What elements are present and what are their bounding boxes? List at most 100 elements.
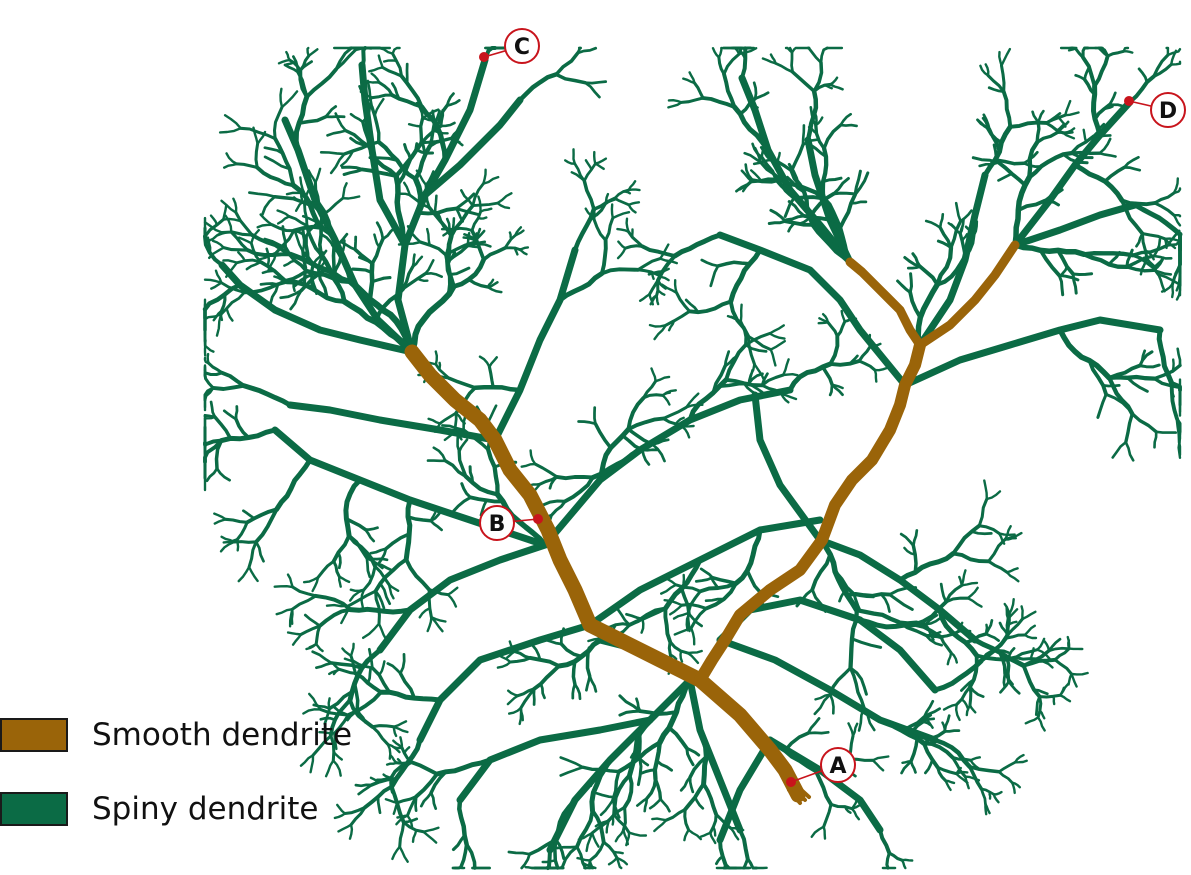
spiny-branch <box>308 642 318 649</box>
spiny-branch <box>614 829 625 843</box>
spiny-branch <box>1013 759 1028 764</box>
spiny-branch <box>429 791 438 810</box>
spiny-branch <box>640 448 659 452</box>
spiny-branch <box>951 551 991 564</box>
legend-label-smooth: Smooth dendrite <box>92 717 353 753</box>
spiny-branch <box>685 746 695 767</box>
spiny-branch <box>868 333 872 348</box>
spiny-branch <box>370 276 392 284</box>
spiny-branch <box>744 331 772 347</box>
spiny-branch <box>627 180 637 192</box>
spiny-branch <box>728 247 763 305</box>
spiny-branch <box>627 201 641 206</box>
spiny-branch <box>389 753 398 764</box>
spiny-branch <box>426 616 433 633</box>
spiny-branch <box>932 737 973 770</box>
spiny-branch <box>206 236 212 255</box>
spiny-branch <box>753 91 770 100</box>
spiny-branch <box>656 273 670 282</box>
spiny-branch <box>747 382 764 394</box>
spiny-branch <box>873 368 878 383</box>
spiny-branch <box>513 649 532 660</box>
spiny-branch <box>1038 693 1062 699</box>
spiny-branch <box>450 137 461 144</box>
spiny-branch <box>1092 134 1112 138</box>
spiny-branch <box>351 267 374 275</box>
spiny-branch <box>275 608 294 616</box>
spiny-branch <box>911 599 949 627</box>
spiny-branch <box>1131 243 1170 257</box>
spiny-branch <box>627 188 641 192</box>
spiny-branch <box>1103 165 1127 184</box>
spiny-branch <box>391 845 401 861</box>
spiny-branch <box>968 765 1001 774</box>
spiny-branch <box>453 429 463 441</box>
spiny-branch <box>1047 646 1070 653</box>
spiny-branch <box>219 540 236 553</box>
spiny-branch <box>987 86 1006 94</box>
spiny-branch <box>414 772 439 799</box>
spiny-branch <box>571 659 577 686</box>
spiny-branch <box>1053 658 1074 676</box>
spiny-branch <box>972 220 979 237</box>
spiny-branch <box>237 251 246 262</box>
spiny-branch <box>252 126 259 145</box>
spiny-branch <box>716 260 752 268</box>
spiny-branch <box>760 372 769 387</box>
spiny-branch <box>571 682 577 700</box>
spiny-branch <box>305 251 315 266</box>
spiny-branch <box>453 411 458 433</box>
spiny-limb <box>546 676 694 854</box>
spiny-branch <box>334 48 357 71</box>
spiny-branch <box>486 447 500 497</box>
spiny-branch <box>712 825 717 837</box>
spiny-branch <box>1059 686 1065 697</box>
spiny-branch <box>648 323 668 328</box>
spiny-branch <box>411 255 424 269</box>
spiny-branch <box>332 559 341 579</box>
spiny-branch <box>1120 198 1157 207</box>
spiny-branch <box>214 269 223 284</box>
spiny-branch <box>429 509 443 523</box>
spiny-branch <box>999 680 1011 694</box>
spiny-branch <box>1125 376 1149 393</box>
spiny-branch <box>316 267 329 300</box>
spiny-branch <box>783 731 810 753</box>
spiny-branch <box>1152 254 1173 260</box>
spiny-branch <box>828 693 835 715</box>
spiny-branch <box>447 241 475 255</box>
spiny-branch <box>603 192 610 206</box>
spiny-branch <box>452 226 474 232</box>
spiny-branch <box>661 416 684 429</box>
spiny-branch <box>362 96 374 106</box>
spiny-branch <box>686 649 703 655</box>
spiny-branch <box>479 498 488 517</box>
spiny-branch <box>1069 150 1102 155</box>
spiny-branch <box>1169 60 1182 66</box>
spiny-limb <box>716 231 909 389</box>
spiny-branch <box>1036 716 1046 732</box>
spiny-branch <box>780 184 796 200</box>
spiny-branch <box>784 46 794 54</box>
spiny-branch <box>679 649 684 663</box>
spiny-branch <box>659 243 670 260</box>
spiny-branch <box>414 795 418 812</box>
spiny-branch <box>543 638 563 646</box>
spiny-branch <box>273 194 312 207</box>
spiny-branch <box>211 239 225 249</box>
spiny-branch <box>806 717 821 735</box>
spiny-branch <box>660 583 678 595</box>
spiny-branch <box>304 67 338 99</box>
spiny-branch <box>1132 202 1183 237</box>
spiny-branch <box>944 779 956 785</box>
spiny-branch <box>857 345 872 363</box>
spiny-branch <box>667 725 689 751</box>
spiny-branch <box>214 438 224 471</box>
spiny-branch <box>782 358 790 377</box>
spiny-branch <box>242 280 289 295</box>
spiny-branch <box>1038 248 1062 278</box>
spiny-branch <box>1023 633 1038 640</box>
spiny-branch <box>1130 412 1158 434</box>
